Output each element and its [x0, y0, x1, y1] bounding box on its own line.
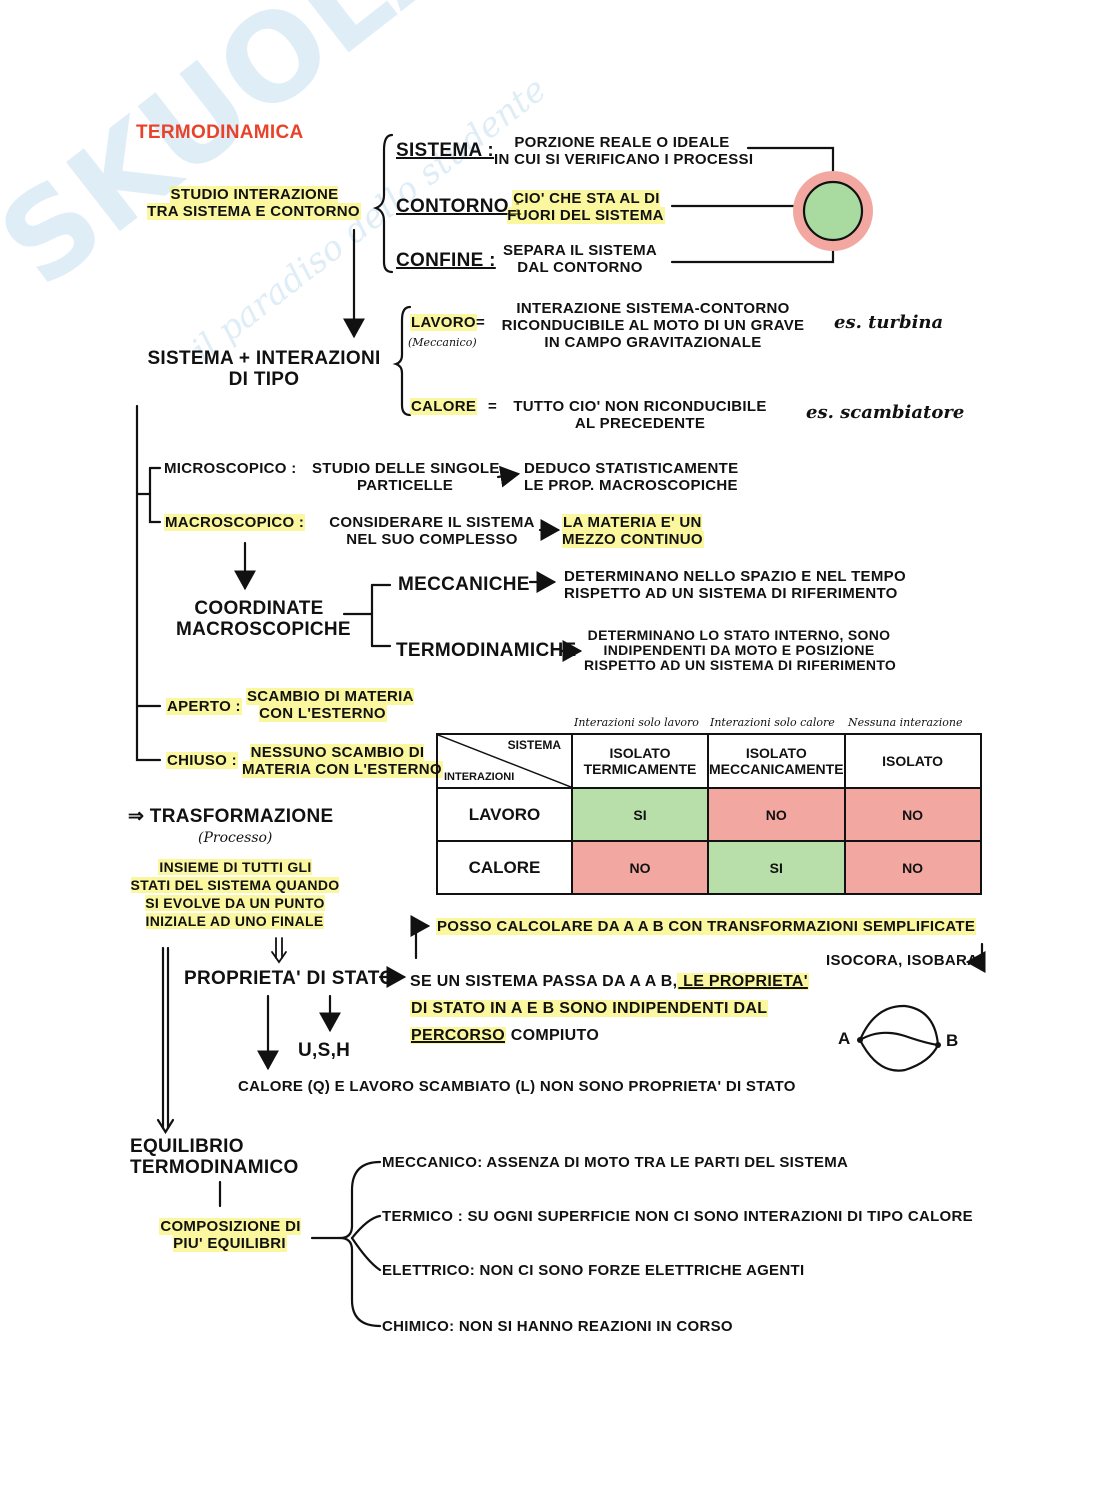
proprieta-label: PROPRIETA' DI STATO	[184, 968, 395, 989]
table-cell: NO	[843, 787, 982, 842]
main-tree-line	[135, 404, 162, 762]
trasformazione-sub: (Processo)	[198, 830, 273, 846]
trasformazione-label: ⇒ TRASFORMAZIONE	[128, 806, 334, 827]
proprieta-examples: ISOCORA, ISOBARA	[826, 952, 979, 969]
equilibrio-chimico: CHIMICO: NON SI HANNO REAZIONI IN CORSO	[382, 1318, 733, 1335]
point-a: A	[838, 1029, 851, 1048]
table-col-header: ISOLATO TERMICAMENTE	[571, 733, 709, 789]
page-title: TERMODINAMICA	[136, 122, 304, 143]
table-cell: NO	[571, 840, 709, 895]
aperto-label: APERTO :	[166, 698, 242, 715]
state-functions: U,S,H	[298, 1040, 351, 1061]
termodinamiche-desc: DETERMINANO LO STATO INTERNO, SONO INDIP…	[584, 627, 897, 673]
calore-label: CALORE	[410, 398, 478, 415]
trasformazione-desc: INSIEME DI TUTTI GLI STATI DEL SISTEMA Q…	[130, 859, 340, 929]
proprieta-note: CALORE (Q) E LAVORO SCAMBIATO (L) NON SO…	[238, 1078, 796, 1095]
lavoro-eq: =	[476, 314, 486, 331]
equilibrio-meccanico: MECCANICO: ASSENZA DI MOTO TRA LE PARTI …	[382, 1154, 849, 1171]
aperto-desc: SCAMBIO DI MATERIA CON L'ESTERNO	[246, 688, 414, 722]
meccaniche-label: MECCANICHE	[398, 574, 530, 595]
table-row: CALORE NO SI NO	[436, 840, 982, 895]
proprieta-posso: POSSO CALCOLARE DA A A B CON TRANSFORMAZ…	[436, 918, 977, 935]
calore-example: es. scambiatore	[806, 402, 965, 423]
micro-desc: STUDIO DELLE SINGOLE PARTICELLE	[312, 460, 500, 494]
lavoro-example: es. turbina	[834, 312, 944, 333]
table-col-header: ISOLATO MECCANICAMENTE	[707, 733, 846, 789]
interactions-table: SISTEMA INTERAZIONI ISOLATO TERMICAMENTE…	[436, 733, 982, 895]
table-row-label: LAVORO	[436, 787, 573, 842]
chiuso-label: CHIUSO :	[166, 752, 238, 769]
definition-text: STUDIO INTERAZIONE TRA SISTEMA E CONTORN…	[147, 186, 361, 220]
table-cell: NO	[707, 787, 846, 842]
equilibrio-elettrico: ELETTRICO: NON CI SONO FORZE ELETTRICHE …	[382, 1262, 805, 1279]
equilibrio-label: EQUILIBRIO TERMODINAMICO	[130, 1136, 299, 1178]
table-note-1: Interazioni solo lavoro	[574, 716, 699, 729]
term-sistema-desc: PORZIONE REALE O IDEALE IN CUI SI VERIFI…	[494, 134, 754, 168]
composizione-label: COMPOSIZIONE DI PIU' EQUILIBRI	[159, 1218, 301, 1252]
proprieta-desc: SE UN SISTEMA PASSA DA A A B, LE PROPRIE…	[410, 973, 809, 1044]
meccaniche-desc: DETERMINANO NELLO SPAZIO E NEL TEMPO RIS…	[564, 568, 906, 602]
table-cell: NO	[843, 840, 982, 895]
sistema-circle	[802, 180, 864, 242]
macro-result: LA MATERIA E' UN MEZZO CONTINUO	[562, 514, 704, 548]
table-corner-top: SISTEMA	[507, 738, 561, 752]
table-row: LAVORO SI NO NO	[436, 787, 982, 842]
interazioni-brace	[392, 305, 412, 417]
table-cell: SI	[707, 840, 846, 895]
macro-desc: CONSIDERARE IL SISTEMA NEL SUO COMPLESSO	[329, 514, 535, 548]
table-note-2: Interazioni solo calore	[710, 716, 835, 729]
lavoro-desc: INTERAZIONE SISTEMA-CONTORNO RICONDUCIBI…	[501, 300, 805, 351]
term-sistema-label: SISTEMA :	[396, 140, 495, 161]
table-corner-cell: SISTEMA INTERAZIONI	[436, 733, 573, 789]
lavoro-label: LAVORO	[410, 314, 477, 331]
point-b: B	[946, 1031, 959, 1050]
table-cell: SI	[571, 787, 709, 842]
terms-brace	[372, 133, 394, 274]
term-contorno-desc: CIO' CHE STA AL DI FUORI DEL SISTEMA	[507, 190, 665, 224]
table-col-header: ISOLATO	[843, 733, 982, 789]
chiuso-desc: NESSUNO SCAMBIO DI MATERIA CON L'ESTERNO	[242, 744, 443, 778]
coordinate-label: COORDINATE MACROSCOPICHE	[176, 598, 351, 640]
micro-label: MICROSCOPICO :	[164, 460, 297, 477]
sistema-interazioni-label: SISTEMA + INTERAZIONI DI TIPO	[147, 348, 381, 390]
table-note-3: Nessuna interazione	[848, 716, 963, 729]
termodinamiche-label: TERMODINAMICHE	[396, 640, 577, 661]
macro-label: MACROSCOPICO :	[164, 514, 306, 531]
table-row-label: CALORE	[436, 840, 573, 895]
term-confine-label: CONFINE :	[396, 250, 496, 271]
term-confine-desc: SEPARA IL SISTEMA DAL CONTORNO	[502, 242, 657, 276]
calore-eq: =	[488, 398, 498, 415]
calore-desc: TUTTO CIO' NON RICONDUCIBILE AL PRECEDEN…	[513, 398, 767, 432]
equilibrio-termico: TERMICO : SU OGNI SUPERFICIE NON CI SONO…	[382, 1208, 973, 1225]
micro-result: DEDUCO STATISTICAMENTE LE PROP. MACROSCO…	[524, 460, 739, 494]
table-corner-bottom: INTERAZIONI	[444, 771, 515, 783]
lavoro-sub: (Meccanico)	[408, 336, 477, 349]
